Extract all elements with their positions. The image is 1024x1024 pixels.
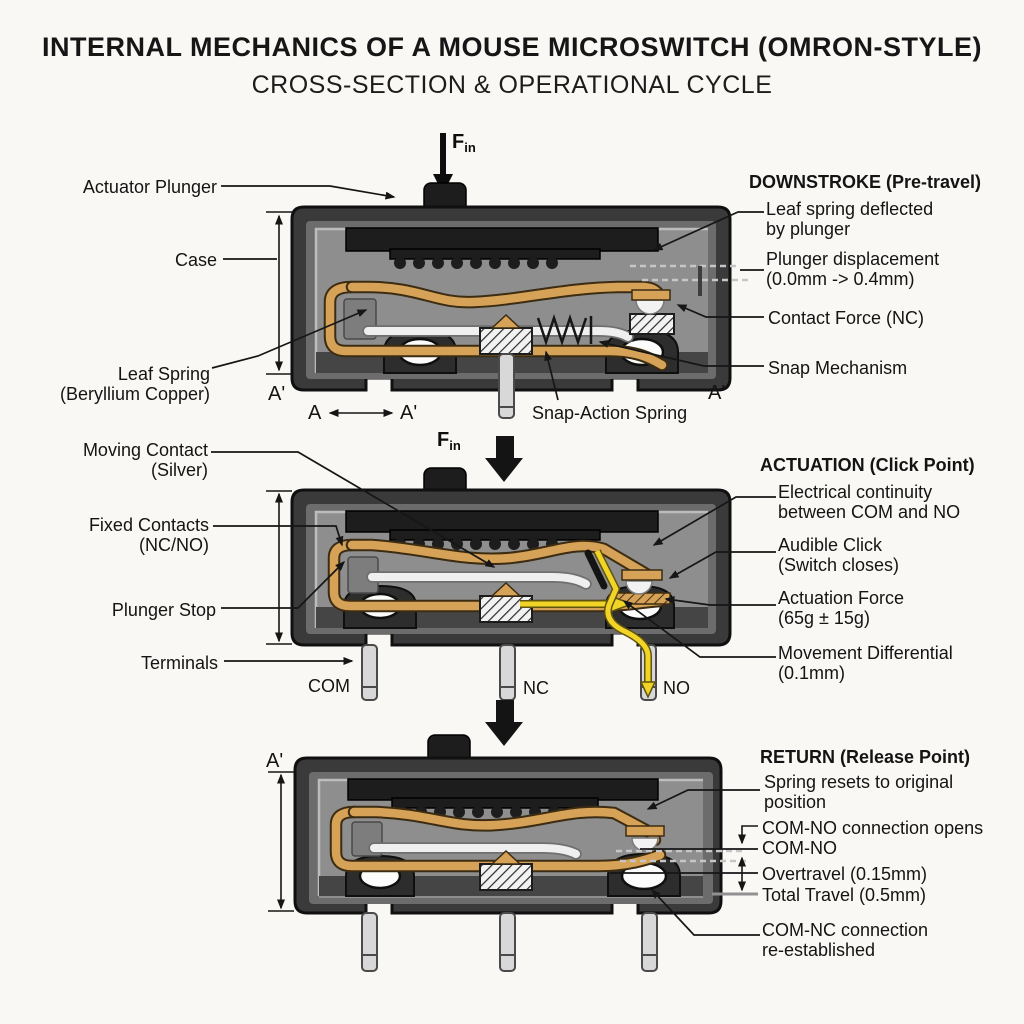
section-dimension-arrow — [266, 490, 292, 645]
force-input-label: Fin — [452, 131, 476, 155]
terminal-label-no: NO — [663, 678, 690, 698]
label-com-nc: COM-NC connection re-established — [762, 920, 929, 961]
silver-contact-dome — [625, 580, 653, 595]
actuation-illustration — [211, 436, 776, 701]
contact-tip — [584, 549, 608, 590]
current-flow-arrow-icon — [520, 549, 657, 699]
contact-gap-marks — [616, 849, 746, 863]
label-spring-resets: Spring resets to original position — [764, 772, 954, 813]
section-mark-a: A — [308, 402, 322, 424]
heading-actuation: ACTUATION (Click Point) — [760, 455, 975, 475]
force-input-label: Fin — [437, 429, 461, 453]
label-case: Case — [174, 250, 217, 270]
terminal-label-nc: NC — [523, 678, 549, 698]
label-terminals: Terminals — [140, 653, 218, 673]
plunger-body — [345, 227, 659, 269]
label-movement-differential: Movement Differential (0.1mm) — [778, 643, 953, 684]
return-leader-lines — [610, 789, 760, 936]
anchor-block — [479, 595, 533, 623]
section-dimension-arrow — [266, 211, 394, 417]
actuation-leader-lines — [211, 451, 776, 665]
moving-contact-bar — [366, 571, 592, 590]
downstroke-illustration — [211, 133, 764, 419]
moving-contact-bar — [362, 325, 634, 343]
section-mark-a-prime: A' — [268, 383, 286, 405]
label-plunger-stop: Plunger Stop — [111, 600, 216, 620]
label-overtravel: Overtravel (0.15mm) — [762, 864, 928, 884]
terminal-label-com: COM — [308, 676, 350, 696]
page-title: INTERNAL MECHANICS OF A MOUSE MICROSWITC… — [42, 32, 982, 62]
label-contact-force: Contact Force (NC) — [768, 308, 925, 328]
section-mark-a-prime: A' — [266, 750, 284, 772]
anchor-block — [479, 863, 533, 891]
terminal-pins — [361, 644, 657, 701]
travel-dimension-arrows — [268, 771, 758, 912]
leaf-spring — [323, 280, 669, 372]
label-snap-action-spring: Snap-Action Spring — [532, 403, 688, 423]
moving-contact-bar — [368, 842, 582, 860]
label-snap-mechanism: Snap Mechanism — [768, 358, 908, 378]
label-total-travel: Total Travel (0.5mm) — [762, 885, 927, 905]
label-electrical-continuity: Electrical continuity between COM and NO — [778, 482, 961, 523]
cycle-step-arrow-icon — [485, 436, 523, 482]
downstroke-leader-lines — [211, 185, 764, 401]
terminal-pin — [498, 353, 515, 419]
label-com-no-opens: COM-NO connection opens COM-NO — [762, 818, 984, 859]
heading-return: RETURN (Release Point) — [760, 747, 971, 767]
label-moving-contact: Moving Contact (Silver) — [82, 440, 208, 481]
snap-action-spring — [536, 314, 593, 346]
return-illustration — [268, 700, 760, 972]
silver-contact-dome — [635, 299, 665, 315]
label-plunger-displacement: Plunger displacement (0.0mm -> 0.4mm) — [766, 249, 940, 290]
label-actuation-force: Actuation Force (65g ± 15g) — [778, 588, 905, 629]
label-audible-click: Audible Click (Switch closes) — [778, 535, 900, 576]
label-leaf-deflected: Leaf spring deflected by plunger — [766, 199, 934, 240]
section-mark-a-prime: A' — [708, 382, 726, 404]
label-fixed-contacts: Fixed Contacts (NC/NO) — [88, 515, 209, 556]
cycle-step-arrow-icon — [485, 700, 523, 746]
heading-downstroke: DOWNSTROKE (Pre-travel) — [749, 172, 982, 192]
page-subtitle: CROSS-SECTION & OPERATIONAL CYCLE — [251, 71, 773, 99]
label-leaf-spring: Leaf Spring (Beryllium Copper) — [59, 364, 210, 405]
section-mark-a-prime: A' — [400, 402, 418, 424]
label-actuator-plunger: Actuator Plunger — [82, 177, 217, 197]
plunger-displacement-marks — [630, 264, 748, 296]
terminal-pins — [361, 912, 658, 972]
anchor-block — [479, 327, 533, 355]
fixed-contact-nc-block — [629, 313, 675, 335]
